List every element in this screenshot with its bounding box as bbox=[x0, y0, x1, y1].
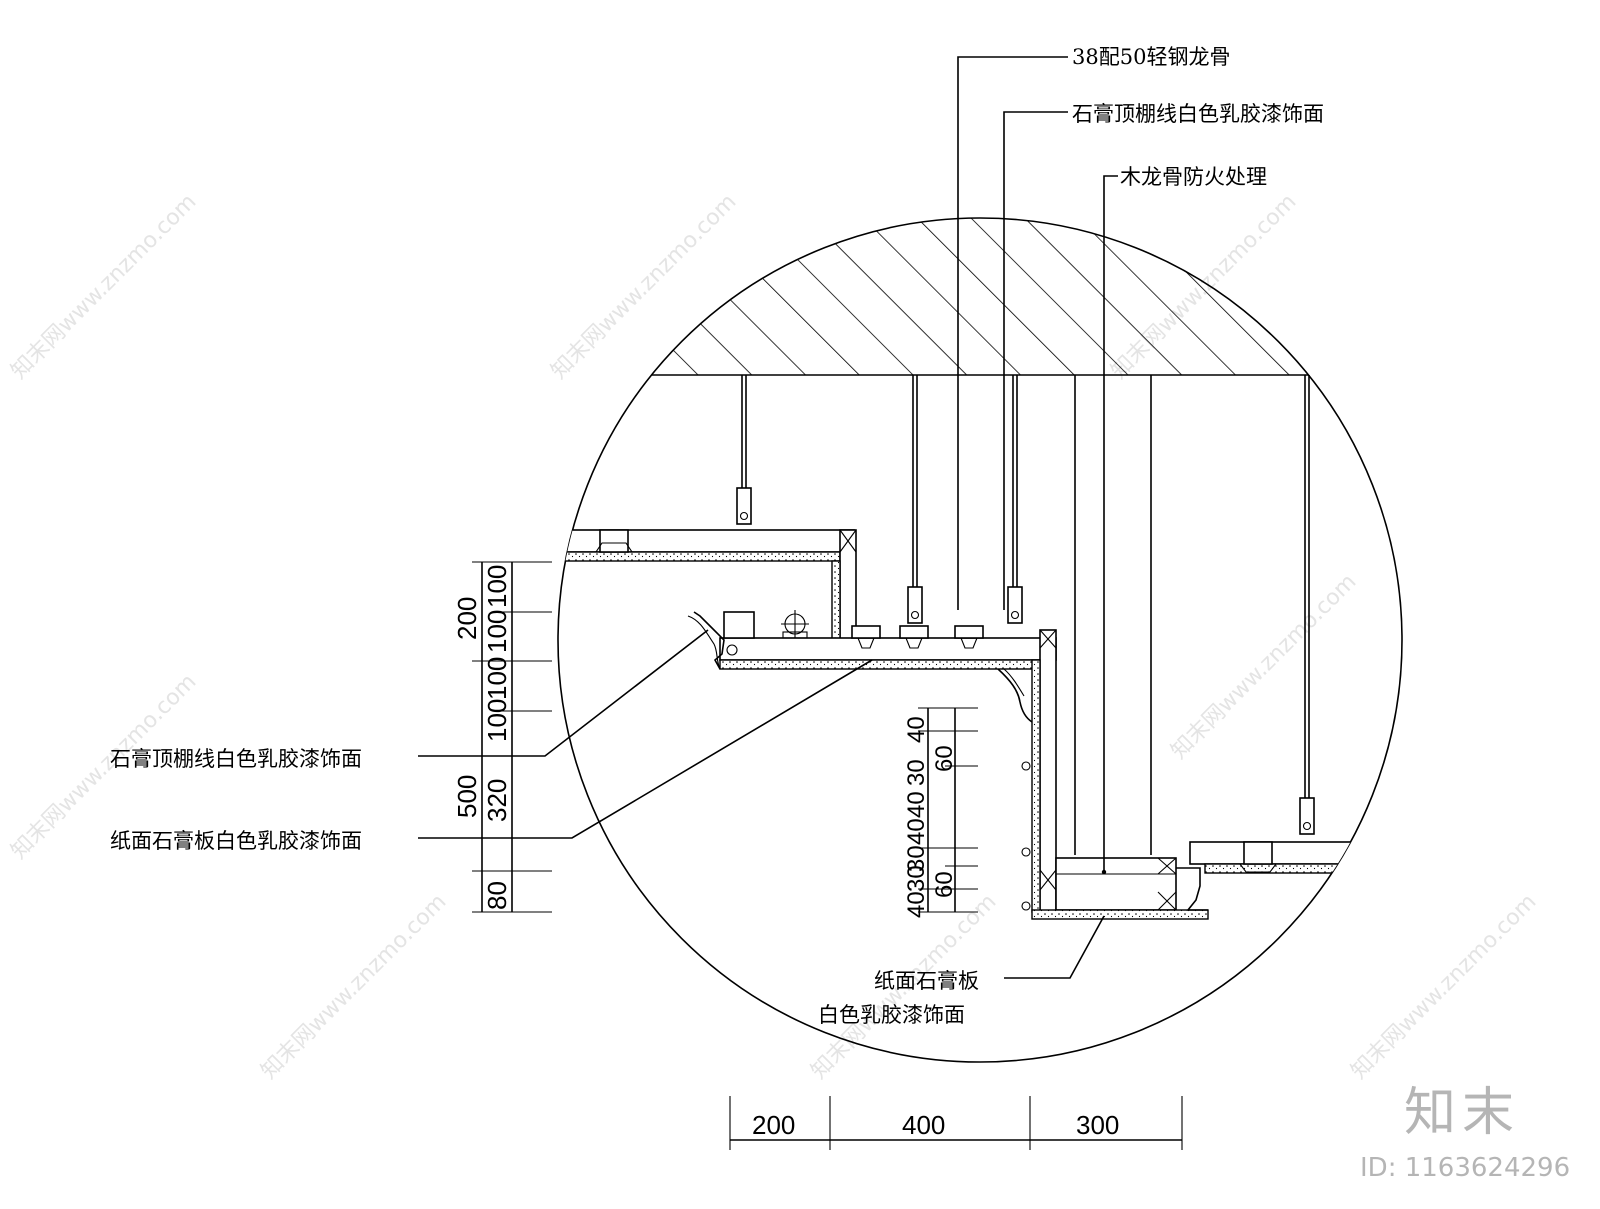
dim-center-inner-1: 40 bbox=[903, 818, 930, 845]
lower-ceiling-tier bbox=[1031, 841, 1381, 920]
watermark-tile: 知末网www.znzmo.com bbox=[1347, 889, 1542, 1084]
callout-bottom-line1: 纸面石膏板 bbox=[874, 969, 979, 993]
dim-center-outer-2: 30 bbox=[903, 759, 930, 786]
dim-center-outer-3: 40 bbox=[903, 791, 930, 818]
dim-left-inner-4: 100 bbox=[482, 699, 512, 742]
dim-left-outer-1: 200 bbox=[452, 597, 482, 640]
dim-left-inner-1: 100 bbox=[482, 565, 512, 608]
left-dimension-chain: 200 500 80 100 100 100 100 320 bbox=[452, 561, 552, 913]
hanger-rods bbox=[741, 375, 1310, 855]
callout-paper-gypsum-board-left: 纸面石膏板白色乳胶漆饰面 bbox=[110, 829, 362, 853]
dim-left-inner-5: 320 bbox=[482, 779, 512, 822]
watermark-tile: 知末网www.znzmo.com bbox=[7, 189, 202, 384]
dim-left-inner-2: 100 bbox=[482, 610, 512, 653]
callout-light-steel-keel: 38配50轻钢龙骨 bbox=[1072, 45, 1230, 69]
watermark-tile: 知末网www.znzmo.com bbox=[257, 889, 452, 1084]
left-callouts: 石膏顶棚线白色乳胶漆饰面 纸面石膏板白色乳胶漆饰面 bbox=[110, 629, 873, 853]
callout-gypsum-cornice-top: 石膏顶棚线白色乳胶漆饰面 bbox=[1072, 102, 1324, 126]
middle-ceiling-tier bbox=[687, 610, 1057, 913]
callout-bottom-line2: 白色乳胶漆饰面 bbox=[818, 1003, 965, 1027]
dim-bottom-1: 200 bbox=[752, 1110, 795, 1140]
bottom-callout: 纸面石膏板 白色乳胶漆饰面 bbox=[818, 915, 1105, 1027]
dim-bottom-3: 300 bbox=[1076, 1110, 1119, 1140]
brand-id: ID: 1163624296 bbox=[1360, 1153, 1570, 1183]
top-callouts: 38配50轻钢龙骨 石膏顶棚线白色乳胶漆饰面 木龙骨防火处理 bbox=[957, 45, 1324, 875]
center-dimension-chain: 40 30 40 30 40 40 60 30 60 bbox=[903, 707, 978, 918]
callout-gypsum-cornice-left: 石膏顶棚线白色乳胶漆饰面 bbox=[110, 747, 362, 771]
dim-center-outer-1: 40 bbox=[903, 716, 930, 743]
dim-center-outer-5: 40 bbox=[903, 891, 930, 918]
dim-left-inner-3: 100 bbox=[482, 657, 512, 700]
hanger-clips bbox=[736, 487, 1315, 835]
bottom-dimension-chain: 200 400 300 bbox=[729, 1096, 1183, 1150]
brand-watermark: 知末 ID: 1163624296 bbox=[1360, 1083, 1570, 1183]
dim-center-inner-4: 60 bbox=[931, 871, 958, 898]
dim-bottom-2: 400 bbox=[902, 1110, 945, 1140]
callout-wood-keel-fireproof: 木龙骨防火处理 bbox=[1120, 165, 1267, 189]
dim-center-inner-2: 60 bbox=[931, 745, 958, 772]
dim-left-outer-3: 80 bbox=[482, 881, 512, 910]
dim-center-inner-3: 30 bbox=[903, 865, 930, 892]
dim-center-outer-4: 30 bbox=[903, 845, 930, 872]
brand-logo: 知末 bbox=[1404, 1083, 1520, 1143]
dim-left-outer-2: 500 bbox=[452, 775, 482, 818]
watermark-tile: 知末网www.znzmo.com bbox=[1167, 569, 1362, 764]
